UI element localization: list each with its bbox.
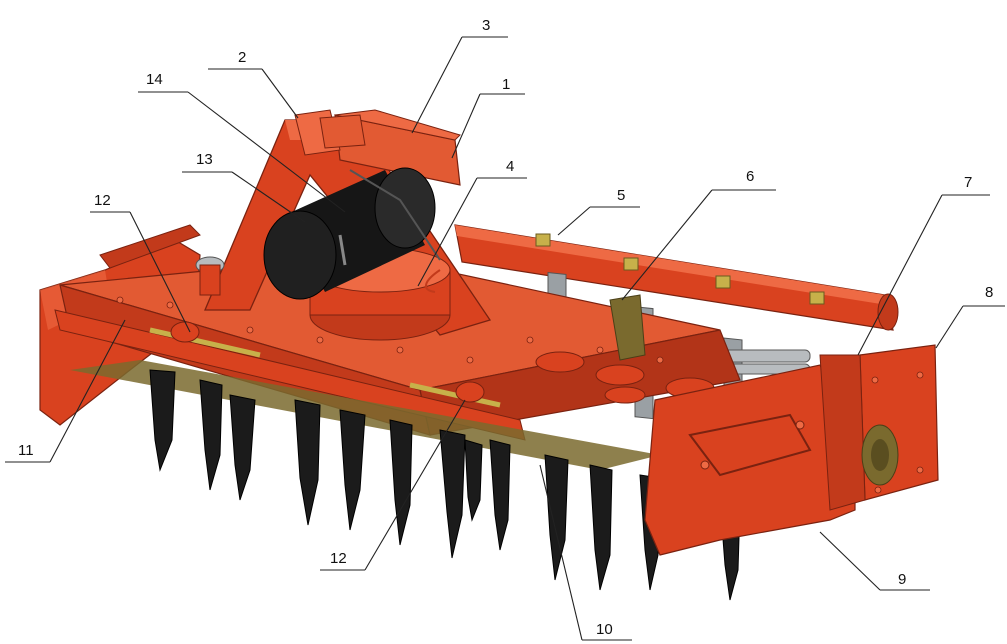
callout-11: 11 bbox=[18, 442, 34, 459]
callout-leaders bbox=[5, 36, 1005, 641]
callout-14: 14 bbox=[146, 71, 163, 88]
pto-guard bbox=[263, 167, 436, 300]
callout-6: 6 bbox=[746, 168, 754, 185]
rear-roller-bar bbox=[454, 224, 899, 331]
callout-12b: 12 bbox=[330, 550, 347, 567]
callout-3: 3 bbox=[482, 17, 490, 34]
callout-7: 7 bbox=[964, 174, 972, 191]
callout-1: 1 bbox=[502, 76, 510, 93]
callout-10: 10 bbox=[596, 621, 613, 638]
callout-2: 2 bbox=[238, 49, 246, 66]
drive-plate bbox=[819, 344, 939, 511]
callout-numbers: 1 2 3 4 5 6 7 8 9 10 11 12 12 13 14 bbox=[18, 17, 993, 638]
callout-13: 13 bbox=[196, 151, 213, 168]
support-chain bbox=[349, 169, 441, 293]
callout-12a: 12 bbox=[94, 192, 111, 209]
callout-5: 5 bbox=[617, 187, 625, 204]
a-frame-headstock bbox=[149, 109, 501, 408]
callout-4: 4 bbox=[506, 158, 514, 175]
adjust-link bbox=[609, 294, 646, 361]
bar-clamps bbox=[535, 233, 825, 305]
callout-8: 8 bbox=[985, 284, 993, 301]
callout-9: 9 bbox=[898, 571, 906, 588]
rotary-harrow-illustration bbox=[39, 109, 939, 601]
tines bbox=[149, 369, 741, 601]
left-crank bbox=[195, 256, 225, 296]
